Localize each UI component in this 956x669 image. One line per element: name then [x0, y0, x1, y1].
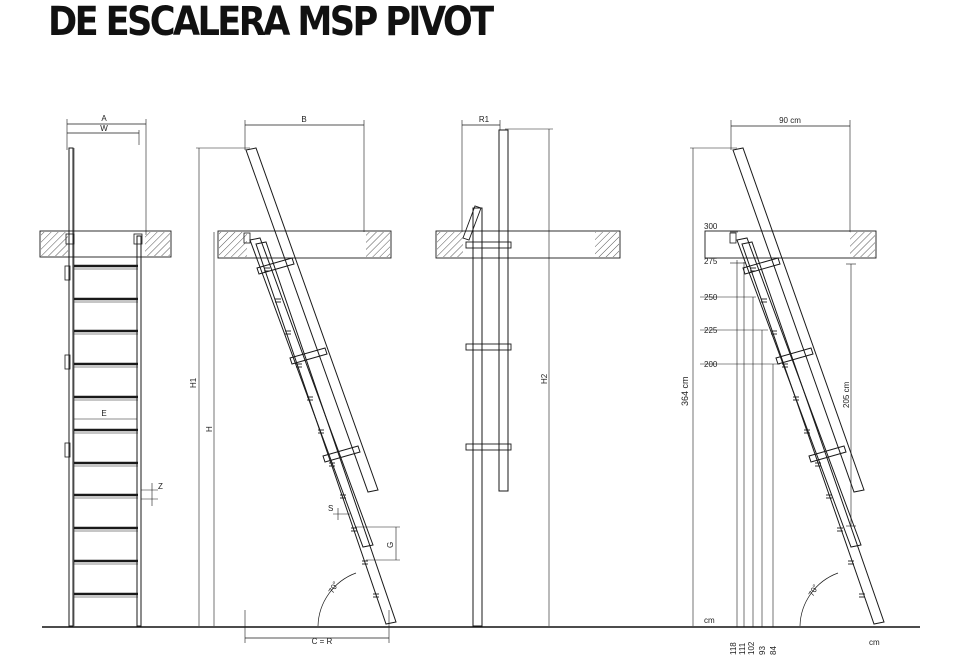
dim-height-label: 364 cm — [680, 376, 690, 406]
bottom-unit-label: cm — [869, 638, 880, 647]
dim-cr-label: C = R — [312, 637, 333, 646]
dim-height2-label: 205 cm — [842, 381, 851, 408]
pivot-view — [435, 120, 621, 627]
base-unit-label: cm — [704, 616, 715, 625]
offset-label: 111 — [738, 642, 747, 655]
dim-z-label: Z — [158, 482, 163, 491]
level-label: 275 — [704, 257, 718, 266]
level-label: 225 — [704, 326, 718, 335]
dim-w-label: W — [100, 124, 108, 133]
dim-e-label: E — [101, 409, 106, 418]
level-label: 200 — [704, 360, 718, 369]
dim-r1-label: R1 — [479, 115, 490, 124]
side-view — [196, 120, 400, 643]
offset-label: 118 — [729, 642, 738, 655]
front-view — [39, 119, 172, 627]
dim-h-label: H — [205, 426, 214, 432]
dim-h1-label: H1 — [189, 377, 198, 388]
dim-h2-label: H2 — [540, 373, 549, 384]
dim-a-label: A — [101, 114, 107, 123]
dim-b-label: B — [301, 115, 306, 124]
dim-s-label: S — [328, 504, 333, 513]
dim-g-label: G — [386, 542, 395, 548]
angle-label: 70° — [327, 580, 341, 595]
level-label: 300 — [704, 222, 718, 231]
dimensioned-view — [690, 120, 885, 627]
page-title: DE ESCALERA MSP PIVOT — [48, 0, 494, 45]
level-label: 250 — [704, 293, 718, 302]
dim-width-label: 90 cm — [779, 116, 801, 125]
offset-label: 93 — [758, 646, 767, 655]
offset-label: 84 — [769, 646, 778, 655]
offset-label: 102 — [747, 641, 756, 655]
